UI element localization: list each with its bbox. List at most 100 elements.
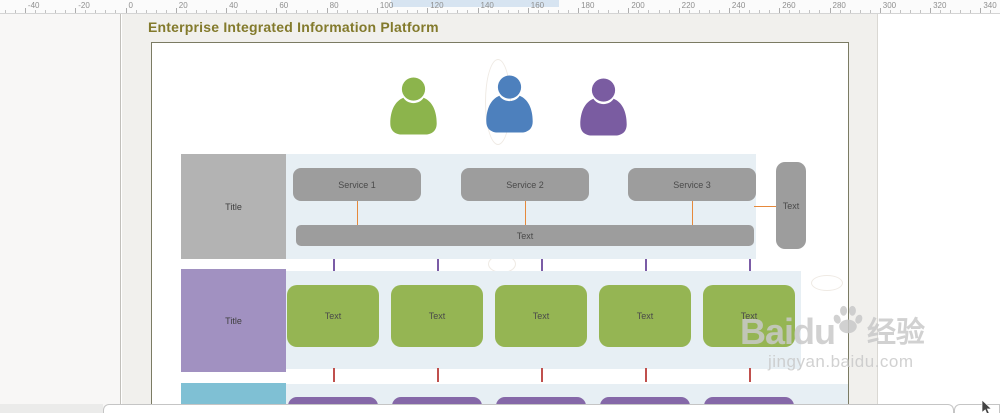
purple-connector[interactable] xyxy=(749,259,751,271)
mouse-cursor-icon xyxy=(981,400,993,413)
ruler-tick xyxy=(698,10,700,13)
person-icon[interactable] xyxy=(389,77,438,135)
ruler-label: 220 xyxy=(681,1,695,10)
ruler-tick xyxy=(135,10,137,13)
purple-connector[interactable] xyxy=(541,259,543,271)
bottom-gutter xyxy=(0,404,103,413)
diagram-frame[interactable]: Title Text Text Title xyxy=(151,42,849,413)
service-box[interactable]: Service 3 xyxy=(628,168,756,201)
person-icon[interactable] xyxy=(485,75,534,133)
ruler-tick xyxy=(417,10,419,13)
green-text-box[interactable]: Text xyxy=(599,285,691,347)
ruler-label: -20 xyxy=(78,1,90,10)
service-box-label: Service 1 xyxy=(338,179,376,190)
red-connector[interactable] xyxy=(645,368,647,382)
ruler-tick xyxy=(960,10,962,13)
side-text-box[interactable]: Text xyxy=(776,162,806,249)
purple-connector[interactable] xyxy=(645,259,647,271)
ruler-label: 80 xyxy=(329,1,339,10)
canvas-area[interactable]: Enterprise Integrated Information Platfo… xyxy=(0,14,1000,413)
ruler-label: 60 xyxy=(279,1,289,10)
ruler-tick xyxy=(386,10,388,13)
green-text-box[interactable]: Text xyxy=(703,285,795,347)
ruler-tick xyxy=(899,10,901,13)
ruler-tick xyxy=(4,10,6,13)
orange-connector[interactable] xyxy=(691,201,693,225)
green-text-box[interactable]: Text xyxy=(287,285,379,347)
ruler-tick xyxy=(266,10,268,13)
ruler-label: 180 xyxy=(581,1,595,10)
green-text-box[interactable]: Text xyxy=(495,285,587,347)
ruler-tick xyxy=(477,8,479,13)
ruler-tick xyxy=(920,10,922,13)
orange-connector[interactable] xyxy=(524,201,526,225)
ghost-ellipse[interactable] xyxy=(811,275,843,291)
ruler-tick xyxy=(940,10,942,13)
red-connector[interactable] xyxy=(749,368,751,382)
band2-title-box[interactable]: Title xyxy=(181,269,286,372)
ruler-tick xyxy=(376,8,378,13)
ruler-tick xyxy=(799,10,801,13)
service-box[interactable]: Service 2 xyxy=(461,168,589,201)
ruler-label: 100 xyxy=(379,1,394,10)
orange-connector[interactable] xyxy=(754,206,776,207)
ruler-tick xyxy=(749,10,751,13)
ruler-tick xyxy=(628,8,630,13)
service-box-label: Service 2 xyxy=(506,179,544,190)
side-text-label: Text xyxy=(782,200,800,211)
ruler-tick xyxy=(216,10,217,13)
purple-connector[interactable] xyxy=(437,259,439,271)
ruler-tick xyxy=(296,10,298,13)
ruler-tick xyxy=(839,10,841,13)
ruler-label: 260 xyxy=(782,1,796,10)
diagram-title[interactable]: Enterprise Integrated Information Platfo… xyxy=(148,19,439,35)
drawing-page[interactable]: Enterprise Integrated Information Platfo… xyxy=(122,14,878,413)
overlapping-window-edge[interactable] xyxy=(103,404,954,413)
ruler-tick xyxy=(95,10,97,13)
ruler-tick xyxy=(769,10,771,13)
ruler-tick xyxy=(175,8,177,13)
ruler-tick xyxy=(578,8,580,13)
ruler-label: -40 xyxy=(27,1,40,10)
ruler-tick xyxy=(779,8,781,13)
ruler-label: 160 xyxy=(530,1,545,10)
ruler-label: 0 xyxy=(128,1,133,10)
ruler-tick xyxy=(437,10,439,13)
ruler-tick xyxy=(759,10,761,13)
ruler-tick xyxy=(527,8,529,13)
ruler-tick xyxy=(809,10,811,13)
ruler-label: 300 xyxy=(882,1,897,10)
orange-connector[interactable] xyxy=(356,201,358,225)
red-connector[interactable] xyxy=(541,368,543,382)
green-text-box[interactable]: Text xyxy=(391,285,483,347)
bus-bar[interactable]: Text xyxy=(296,225,754,246)
ruler-tick xyxy=(909,10,911,13)
person-icon[interactable] xyxy=(579,78,628,136)
ruler-tick xyxy=(397,10,399,13)
ruler-tick xyxy=(276,8,278,13)
ruler-tick xyxy=(105,10,107,13)
ruler-tick xyxy=(497,10,499,13)
ruler-tick xyxy=(427,8,429,13)
red-connector[interactable] xyxy=(437,368,439,382)
band1-title-box[interactable]: Title xyxy=(181,154,286,259)
red-connector[interactable] xyxy=(333,368,335,382)
ruler-tick xyxy=(75,8,77,13)
green-text-box-label: Text xyxy=(428,311,446,321)
purple-connector[interactable] xyxy=(333,259,335,271)
ruler-label: 240 xyxy=(731,1,746,10)
ruler-tick xyxy=(85,10,87,13)
ruler-tick xyxy=(648,10,650,13)
ruler-tick xyxy=(336,10,338,13)
green-text-box-label: Text xyxy=(636,311,654,321)
ruler-tick xyxy=(457,10,459,13)
ruler-tick xyxy=(507,10,509,13)
ruler-tick xyxy=(718,10,720,13)
ruler-tick xyxy=(638,10,640,13)
ruler-tick xyxy=(598,10,600,13)
service-box[interactable]: Service 1 xyxy=(293,168,421,201)
ruler-tick xyxy=(236,10,238,13)
ruler-label: 340 xyxy=(983,1,997,10)
